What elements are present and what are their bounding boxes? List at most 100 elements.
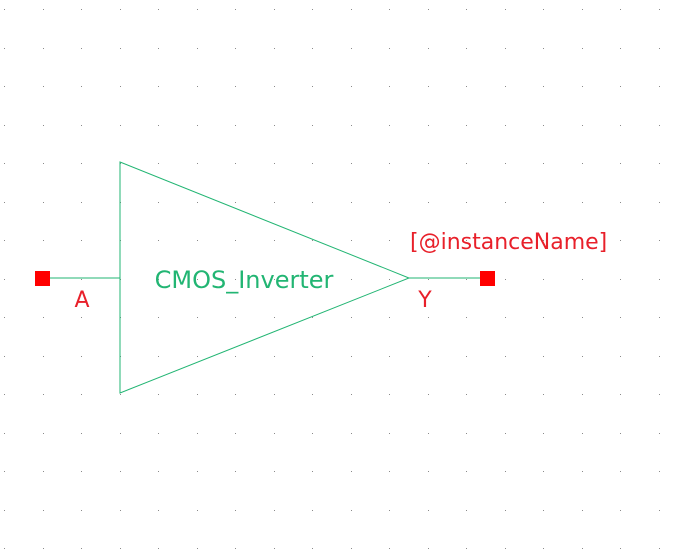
grid-dot (428, 240, 429, 241)
grid-dot (312, 317, 313, 318)
grid-dot (351, 317, 352, 318)
output-pin-y[interactable] (480, 271, 495, 286)
grid-dot (274, 433, 275, 434)
grid-dot (274, 279, 275, 280)
grid-dot (351, 163, 352, 164)
grid-dots (4, 9, 660, 549)
grid-dot (620, 48, 621, 49)
grid-dot (158, 548, 159, 549)
grid-dot (120, 510, 121, 511)
grid-dot (43, 510, 44, 511)
grid-dot (312, 86, 313, 87)
grid-dot (466, 356, 467, 357)
grid-dot (620, 548, 621, 549)
grid-dot (505, 86, 506, 87)
grid-dot (274, 510, 275, 511)
grid-dot (4, 163, 5, 164)
grid-dot (235, 240, 236, 241)
grid-dot (505, 471, 506, 472)
grid-dot (466, 163, 467, 164)
grid-dot (620, 510, 621, 511)
grid-dot (351, 48, 352, 49)
grid-dot (659, 510, 660, 511)
grid-dot (620, 317, 621, 318)
grid-dot (4, 471, 5, 472)
grid-dot (197, 125, 198, 126)
grid-dot (120, 433, 121, 434)
grid-dot (582, 48, 583, 49)
grid-dot (466, 317, 467, 318)
grid-dot (274, 548, 275, 549)
grid-dot (543, 510, 544, 511)
grid-dot (543, 356, 544, 357)
grid-dot (659, 9, 660, 10)
grid-dot (389, 356, 390, 357)
grid-dot (389, 317, 390, 318)
inverter-triangle-body[interactable] (119, 161, 411, 394)
grid-dot (466, 9, 467, 10)
grid-dot (81, 394, 82, 395)
grid-dot (312, 240, 313, 241)
grid-dot (389, 125, 390, 126)
grid-dot (466, 240, 467, 241)
grid-dot (158, 317, 159, 318)
grid-dot (81, 86, 82, 87)
grid-dot (81, 548, 82, 549)
grid-dot (389, 202, 390, 203)
grid-dot (274, 86, 275, 87)
grid-dot (620, 471, 621, 472)
grid-dot (197, 471, 198, 472)
inverter-symbol[interactable]: CMOS_Inverter (42, 161, 487, 394)
grid-dot (466, 125, 467, 126)
grid-dot (43, 48, 44, 49)
grid-dot (582, 125, 583, 126)
grid-dot (158, 394, 159, 395)
grid-dot (197, 202, 198, 203)
grid-dot (428, 317, 429, 318)
grid-dot (466, 548, 467, 549)
grid-dot (43, 548, 44, 549)
grid-dot (158, 48, 159, 49)
grid-dot (659, 356, 660, 357)
grid-dot (274, 202, 275, 203)
grid-dot (4, 510, 5, 511)
grid-dot (274, 240, 275, 241)
grid-dot (428, 163, 429, 164)
grid-dot (543, 471, 544, 472)
grid-dot (158, 240, 159, 241)
grid-dot (81, 163, 82, 164)
grid-dot (505, 548, 506, 549)
grid-dot (620, 125, 621, 126)
grid-dot (197, 394, 198, 395)
grid-dot (389, 510, 390, 511)
grid-dot (4, 240, 5, 241)
grid-dot (543, 202, 544, 203)
grid-dot (659, 125, 660, 126)
grid-dot (543, 125, 544, 126)
grid-dot (43, 317, 44, 318)
grid-dot (659, 394, 660, 395)
grid-dot (659, 548, 660, 549)
cell-name-label: CMOS_Inverter (155, 266, 334, 294)
grid-dot (197, 356, 198, 357)
input-pin-a[interactable] (35, 271, 50, 286)
grid-dot (4, 394, 5, 395)
grid-dot (4, 86, 5, 87)
grid-dot (620, 279, 621, 280)
grid-dot (389, 48, 390, 49)
grid-dot (428, 9, 429, 10)
grid-dot (274, 356, 275, 357)
grid-dot (543, 240, 544, 241)
grid-dot (659, 279, 660, 280)
grid-dot (466, 279, 467, 280)
input-pin-label: A (74, 288, 89, 313)
grid-dot (81, 471, 82, 472)
grid-dot (505, 202, 506, 203)
grid-dot (543, 548, 544, 549)
grid-dot (120, 86, 121, 87)
grid-dot (312, 433, 313, 434)
grid-dot (197, 240, 198, 241)
grid-dot (235, 317, 236, 318)
grid-dot (389, 471, 390, 472)
